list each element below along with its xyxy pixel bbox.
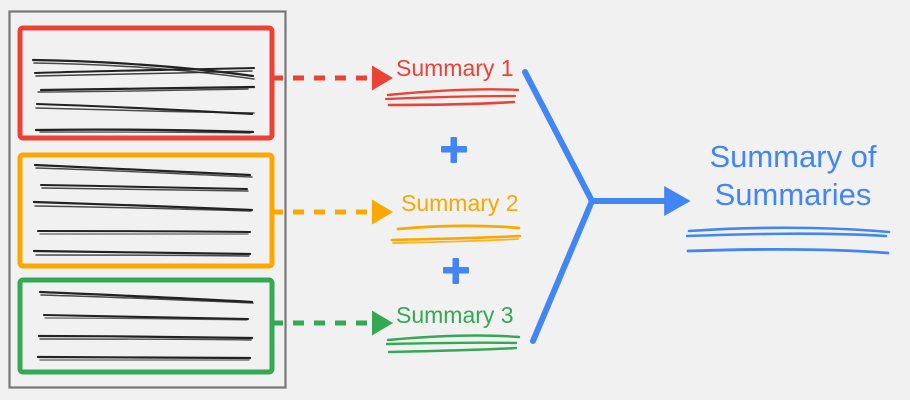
- document-card-3-text-lines: [36, 290, 254, 361]
- merge-branch-bottom: [530, 198, 595, 344]
- document-card-1-text-lines: [31, 58, 256, 134]
- merge-connector: [522, 69, 691, 344]
- summary-3-label: Summary 3: [396, 302, 514, 328]
- document-card-2-text-lines: [32, 163, 254, 257]
- summary-2-label: Summary 2: [401, 190, 519, 216]
- plus-icon-2: [443, 258, 469, 284]
- document-card-3-border: [17, 277, 275, 375]
- document-card-1[interactable]: [17, 25, 275, 141]
- summary-of-summaries-label-line-1: Summary of: [709, 139, 877, 174]
- summary-1-label: Summary 1: [396, 55, 514, 81]
- summary-2-scribble: [390, 224, 522, 244]
- summary-of-summaries-label-line-2: Summaries: [714, 177, 872, 212]
- summary-of-summaries-label: Summary of Summaries: [693, 138, 893, 214]
- summary-3-scribble: [385, 334, 521, 354]
- merge-branch-top: [522, 69, 595, 204]
- document-stack-container: [8, 10, 287, 389]
- plus-icon-1: [441, 137, 467, 163]
- summary-of-summaries-scribble: [685, 226, 891, 255]
- document-card-3[interactable]: [17, 277, 275, 375]
- summary-1-scribble: [384, 88, 520, 107]
- document-card-1-border: [17, 25, 275, 141]
